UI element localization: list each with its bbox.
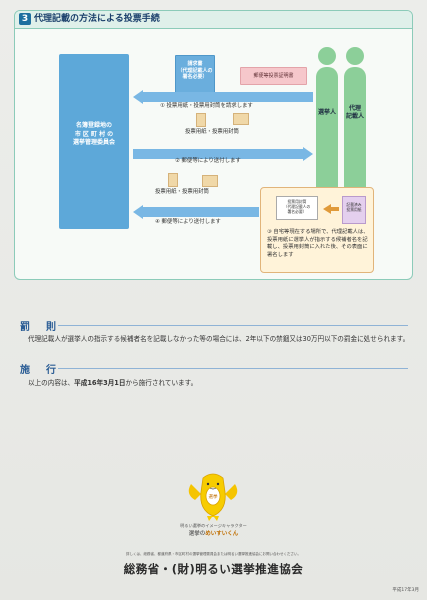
ballot-paper-icon-2: [168, 173, 178, 187]
proxy-label-line-2: 記載人: [345, 113, 364, 120]
proxy-column: [344, 67, 366, 189]
request-form-line-3: 署名必要）: [182, 74, 208, 80]
request-form-line-1: 請求書: [187, 61, 203, 67]
section-number: 3: [19, 13, 31, 25]
panel-header: 3 代理記載の方法による投票手続: [15, 11, 412, 29]
send-arrow: [133, 147, 313, 161]
enforcement-date: 平成16年3月1日: [74, 379, 126, 387]
print-date-code: 平成17年3月: [392, 588, 419, 593]
proxy-label-line-1: 代理: [348, 105, 361, 112]
mascot-badge: 選挙: [209, 493, 218, 500]
step-4-label: ④ 郵便等により送付します: [155, 219, 221, 225]
committee-line-2: 市 区 町 村 の: [74, 130, 114, 138]
ballot-envelope-icon: [233, 113, 249, 125]
voter-column: [316, 67, 338, 189]
mascot-name-bold: めいすいくん: [205, 531, 239, 537]
postal-voting-certificate-card: 郵便等投票証明書: [240, 67, 307, 85]
enforcement-text: 以上の内容は、平成16年3月1日から施行されています。: [14, 378, 412, 389]
election-committee-box: 名簿登録地の 市 区 町 村 の 選挙管理委員会: [59, 54, 129, 229]
enforcement-text-pre: 以上の内容は、: [28, 379, 75, 387]
signed-envelope-card: 投票用封筒 （代理記載人の 署名必要）: [276, 196, 318, 220]
enforcement-rule: [58, 368, 408, 369]
step-4-document-label: 投票用紙・投票用封筒: [155, 189, 209, 195]
envelope-line-1: 投票用封筒: [287, 199, 307, 204]
return-arrow: [133, 205, 259, 219]
mascot-name-pre: 選挙の: [188, 531, 206, 537]
enforcement-heading: 施 行: [20, 365, 59, 376]
arrow-left-icon: [133, 90, 143, 104]
proxy-label: 代理 記載人: [342, 105, 368, 121]
step-2-label: ② 郵便等により送付します: [175, 158, 241, 164]
insert-arrow-icon: [323, 204, 331, 214]
penalty-rule: [58, 325, 408, 326]
committee-line-1: 名簿登録地の: [75, 122, 112, 129]
request-form-label: 請求書 （代理記載人の 署名必要）: [176, 61, 214, 81]
voter-head-icon: [318, 47, 336, 65]
request-form-line-2: （代理記載人の: [177, 67, 213, 74]
enforcement-text-post: から施行されています。: [125, 379, 198, 387]
voter-label: 選挙人: [317, 109, 336, 116]
election-committee-label: 名簿登録地の 市 区 町 村 の 選挙管理委員会: [59, 122, 129, 148]
section-title: 代理記載の方法による投票手続: [34, 14, 160, 24]
request-form-card: 請求書 （代理記載人の 署名必要）: [175, 55, 215, 95]
mascot-name: 選挙のめいすいくん: [150, 529, 277, 537]
penalty-heading: 罰 則: [20, 322, 59, 333]
filled-ballot-line-1: 記載済み: [346, 202, 362, 207]
filled-ballot-card: 記載済み 投票用紙: [342, 196, 366, 224]
request-arrow: [133, 90, 313, 104]
arrow-right-icon: [303, 147, 313, 161]
ballot-paper-icon: [196, 113, 206, 127]
step-1-label: ① 投票用紙・投票用封筒を請求します: [160, 103, 253, 109]
step-3-text: ③ 自宅等現在する場所で、代理記載人は、投票用紙に選挙人が指示する候補者名を記載…: [267, 229, 369, 258]
filled-ballot-line-2: 投票用紙: [346, 207, 362, 212]
arrow-left-icon-2: [133, 205, 143, 219]
mascot-caption: 明るい選挙のイメージキャラクター: [180, 523, 247, 528]
postal-voting-certificate-label: 郵便等投票証明書: [253, 73, 294, 79]
footer-contact-note: 詳しくは、総務省、都道府県・市区町村の選挙管理委員会または明るい選挙推進協会にお…: [126, 552, 301, 556]
committee-line-3: 選挙管理委員会: [72, 139, 115, 146]
step-3-note-box: 投票用封筒 （代理記載人の 署名必要） 記載済み 投票用紙 ③ 自宅等現在する場…: [260, 187, 374, 273]
procedure-panel: 3 代理記載の方法による投票手続 名簿登録地の 市 区 町 村 の 選挙管理委員…: [14, 10, 413, 280]
ballot-envelope-icon-2: [202, 175, 218, 187]
proxy-head-icon: [346, 47, 364, 65]
envelope-line-3: 署名必要）: [287, 209, 307, 214]
penalty-text: 代理記載人が選挙人の指示する候補者名を記載しなかった等の場合には、2年以下の禁錮…: [28, 335, 410, 343]
publisher-name: 総務省・(財)明るい選挙推進協会: [123, 562, 304, 576]
mascot-image: 選挙: [188, 473, 238, 521]
step-2-document-label: 投票用紙・投票用封筒: [185, 129, 239, 135]
envelope-line-2: （代理記載人の: [283, 204, 311, 209]
